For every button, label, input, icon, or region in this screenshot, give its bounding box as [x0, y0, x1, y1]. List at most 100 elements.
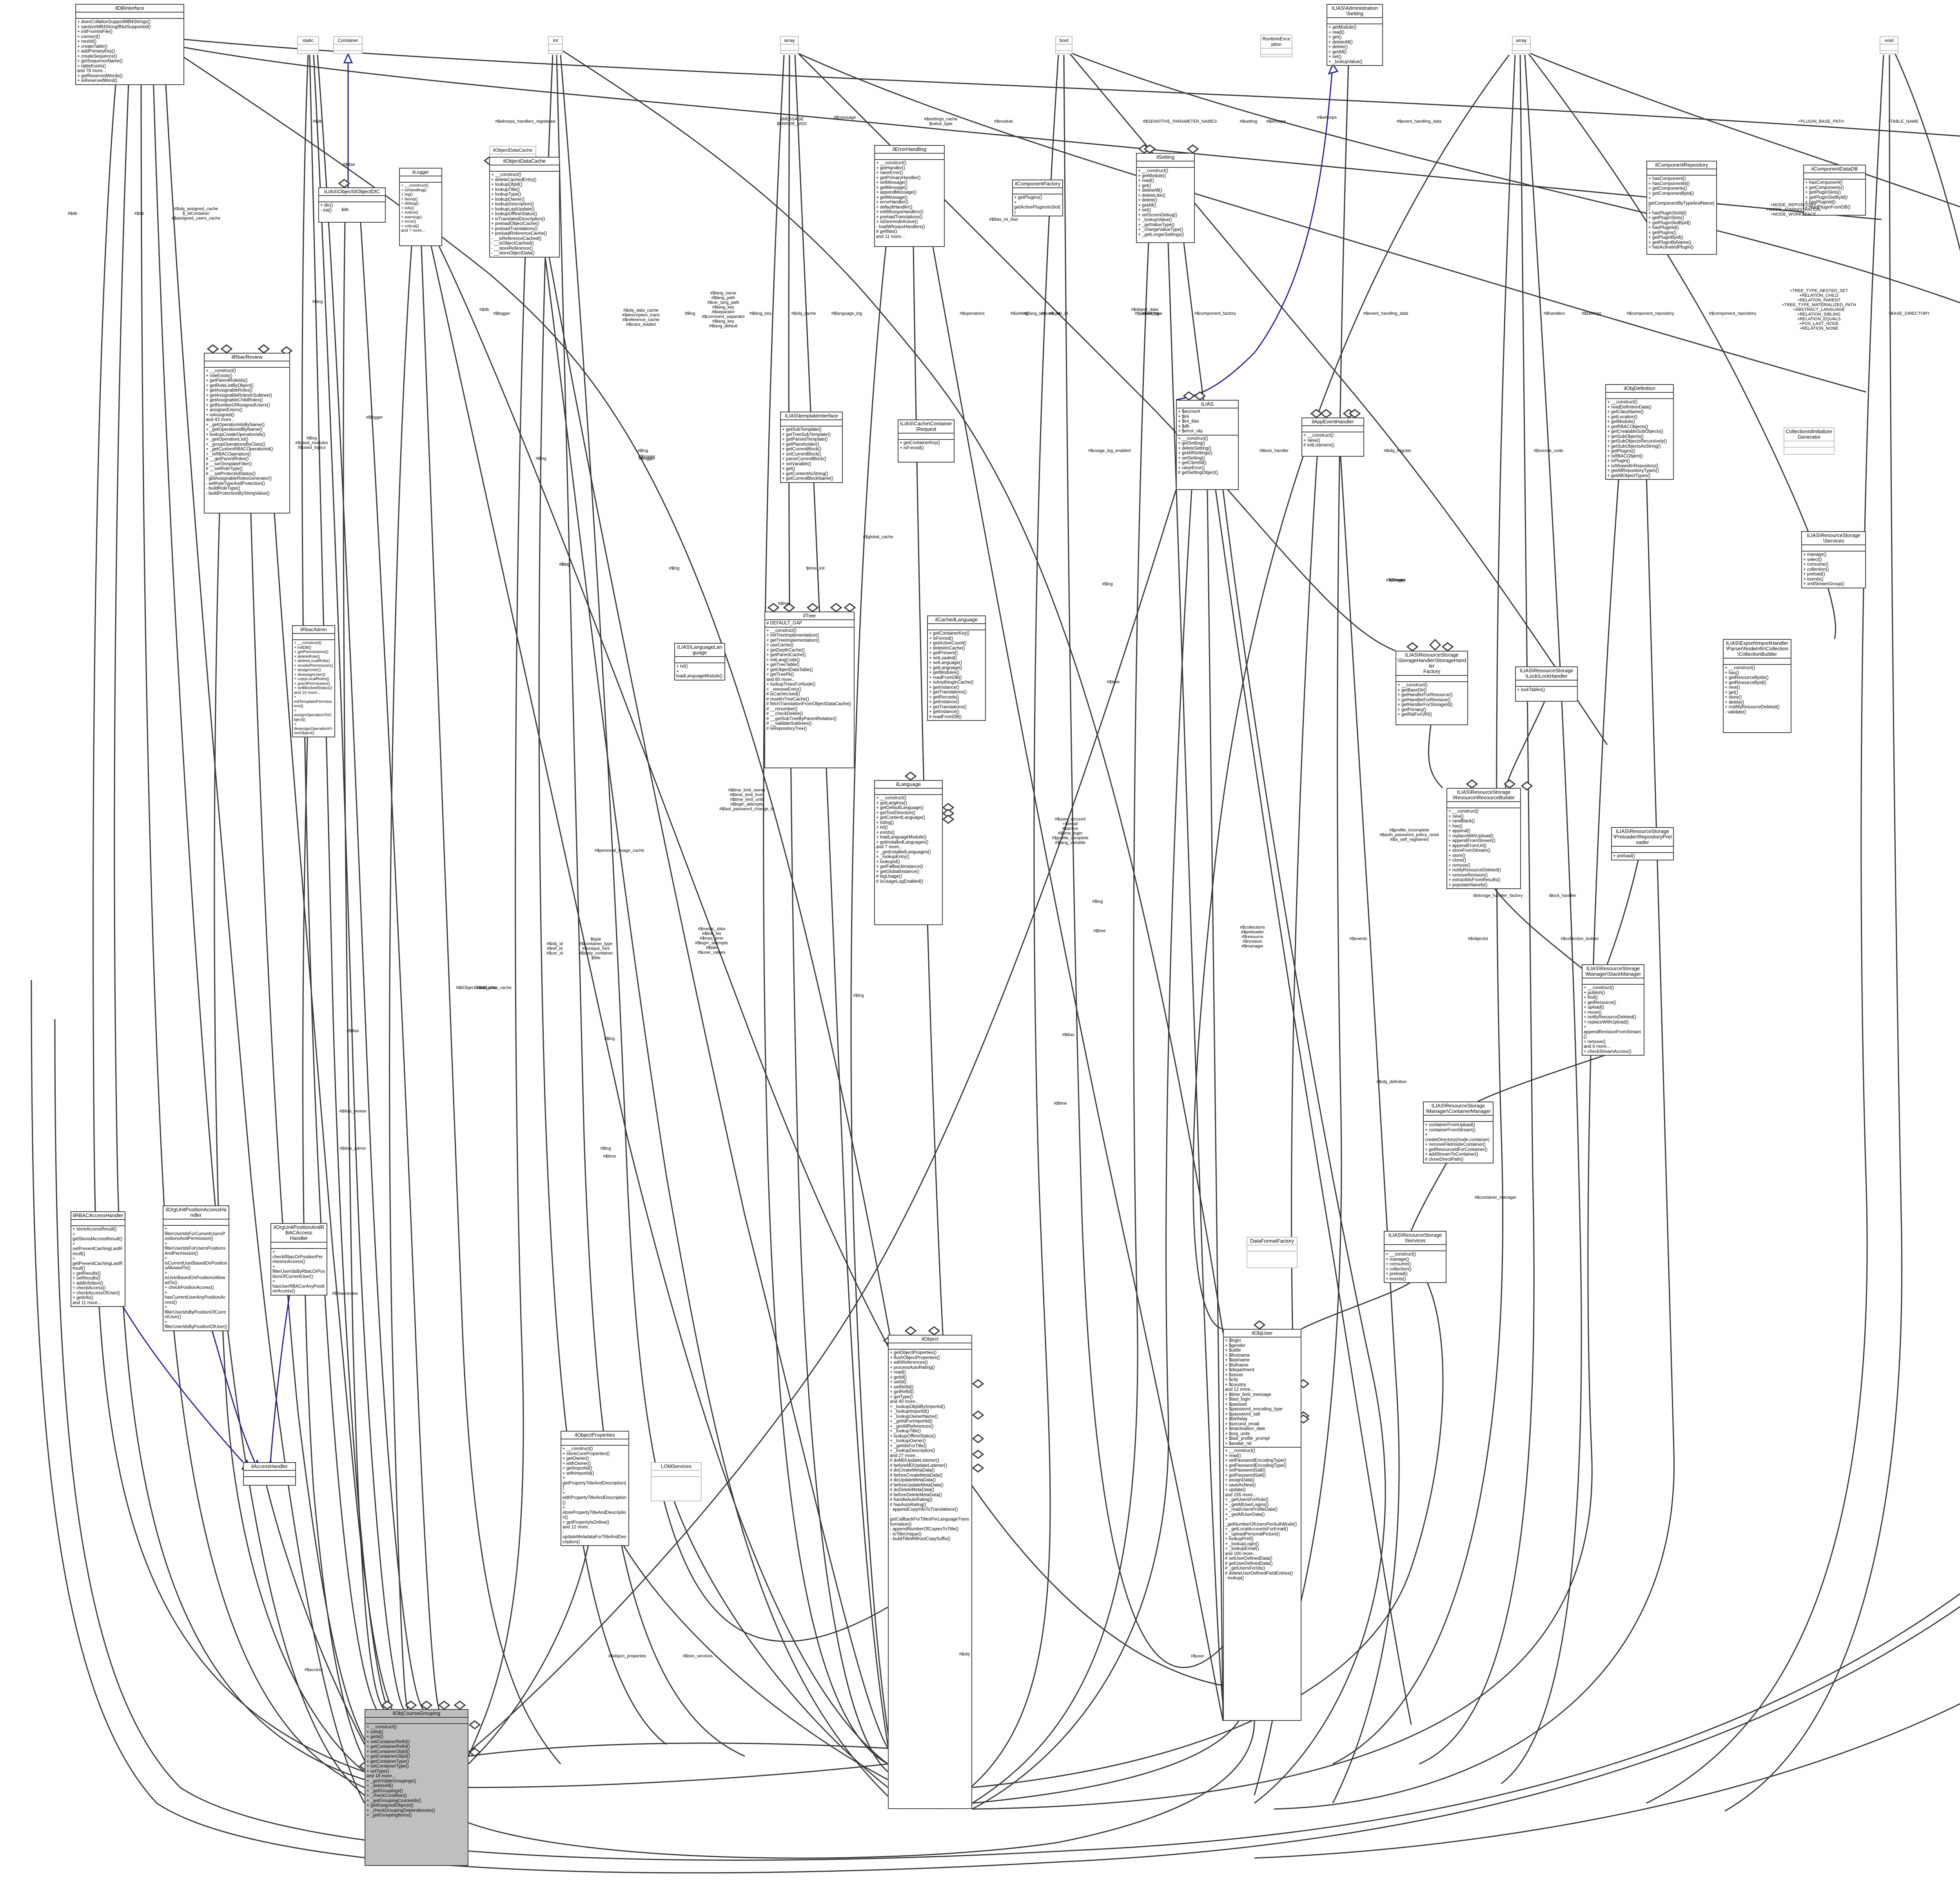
- class-attributes: [1247, 1245, 1297, 1252]
- edge-label: #$lang_name #$lang_path #$usr_lang_path …: [701, 291, 745, 328]
- edge-label: #$logger: [493, 311, 510, 316]
- class-attributes: [928, 624, 985, 630]
- edge-label: #$logger: [638, 454, 655, 459]
- uml-class-node[interactable]: Container: [333, 36, 363, 54]
- class-operations: [1513, 51, 1530, 53]
- uml-class-node[interactable]: ILIAS\ResourceStorage \Manager\Container…: [1423, 1102, 1494, 1163]
- edge-label: #$setting: [1240, 119, 1258, 124]
- uml-class-node[interactable]: ILIAS\Export\ImportHandler \Parser\NodeI…: [1723, 639, 1791, 733]
- class-operations: + __construct() + manage() + consume() +…: [1386, 1252, 1416, 1281]
- uml-class-node[interactable]: ilAppEventHandler+ __construct() + raise…: [1301, 417, 1364, 457]
- class-attributes: [1302, 426, 1363, 432]
- class-name: ilAppEventHandler: [1302, 418, 1363, 426]
- edge-label: #$collections #$preloader #$resource #$r…: [1240, 925, 1265, 949]
- uml-class-node[interactable]: LOMServices: [651, 1462, 702, 1501]
- uml-class-node[interactable]: ILIAS+ $account + $ini + $ini_ilias + $d…: [1176, 400, 1239, 490]
- class-operations: + containerFromUpload() + containerFromS…: [1425, 1123, 1490, 1162]
- edge-label: #$component_repository: [1626, 311, 1674, 316]
- uml-class-node[interactable]: ILIAS\LanguageLanguage+ txt() + loadLang…: [674, 643, 725, 681]
- edge-label: #$whoops: [1266, 119, 1286, 124]
- edge-label: #$lang_key: [1024, 311, 1046, 316]
- class-attributes: [1056, 45, 1072, 51]
- uml-class-node[interactable]: ILIAS\Cache\Container \Request+ getConta…: [898, 419, 955, 463]
- uml-class-node[interactable]: DataFormatFactory: [1247, 1237, 1298, 1268]
- uml-class-node[interactable]: array: [780, 36, 799, 54]
- class-name: ilComponentFactory: [1013, 180, 1062, 188]
- uml-class-node[interactable]: ILIAS\templateInterface+ getSubTemplate(…: [780, 412, 843, 483]
- class-operations: + __construct() + deleteCachedEntry() + …: [491, 172, 547, 256]
- class-operations: [244, 1477, 295, 1479]
- edge-label: #$ilObjectDataCache: [456, 985, 497, 990]
- uml-class-node[interactable]: ilCachedLanguage+ getContainerKey() + is…: [927, 615, 986, 721]
- uml-class-node[interactable]: ilComponentDataDB+ hasComponent() + getC…: [1803, 165, 1866, 216]
- uml-class-node[interactable]: ILIAS\ResourceStorage \Manager\StackMana…: [1582, 964, 1644, 1056]
- class-operations: + manage() + select() + consume() + coll…: [1803, 552, 1844, 586]
- uml-class-node[interactable]: ilComponentRepository+ hasComponent() + …: [1646, 161, 1717, 255]
- uml-class-node[interactable]: ilLogger+ __construct() + isHandling() +…: [399, 168, 442, 246]
- uml-class-node[interactable]: static: [297, 36, 319, 54]
- uml-class-node[interactable]: ilObjectProperties+ __construct() + stor…: [561, 1431, 629, 1546]
- edge-label: #$profile_incomplete #$auth_password_pol…: [1379, 828, 1439, 842]
- edge-label: #$handlers: [1543, 311, 1565, 316]
- edge-label: #$log: [559, 562, 570, 567]
- class-attributes: [1137, 162, 1194, 168]
- uml-class-node[interactable]: RuntimeException: [1260, 34, 1292, 57]
- uml-class-node[interactable]: ILIAS\ResourceStorage \StorageHandler\St…: [1396, 651, 1468, 725]
- uml-class-node[interactable]: ILIAS\ResourceStorage \Resource\Resource…: [1446, 788, 1521, 889]
- uml-class-node[interactable]: ilRbacReview+ __construct() + roleExists…: [204, 353, 290, 514]
- uml-class-node[interactable]: ilComponentFactory+ getPlugins() + getAc…: [1012, 180, 1063, 216]
- uml-class-node[interactable]: ilRbacAdmin+ __construct() + initDB() + …: [292, 625, 335, 737]
- uml-class-node[interactable]: ilTree# DEFAULT_GAP+ __construct() + ini…: [764, 612, 855, 768]
- uml-class-node[interactable]: ILIAS\ResourceStorage \Services+ __const…: [1384, 1231, 1446, 1283]
- edge-label: #$events: [1349, 936, 1367, 941]
- uml-class-node[interactable]: ilObjectDataCache+ __construct() + delet…: [489, 157, 560, 258]
- edge-label: #$obj_cache: [791, 311, 816, 316]
- class-operations: + checkRbacOrPositionPermissionAccess() …: [272, 1250, 325, 1294]
- class-attributes: [205, 361, 289, 368]
- uml-class-node[interactable]: ilObjUser+ $login + $gender + $utitle + …: [1223, 1329, 1301, 1721]
- uml-class-node[interactable]: ILIAS\Object\ilObjectDIC+ dic() - init(): [318, 187, 386, 223]
- uml-class-node[interactable]: ilAccessHandler: [243, 1462, 296, 1486]
- uml-class-node[interactable]: ilSetting+ __construct() + getModule() +…: [1136, 153, 1195, 243]
- edge-label: #$ilias_review: [339, 1109, 367, 1114]
- uml-class-node[interactable]: void: [1880, 36, 1898, 54]
- class-attributes: [549, 45, 562, 51]
- class-attributes: [71, 1220, 125, 1226]
- edge-label: #$db: [479, 307, 489, 312]
- class-operations: + __construct() + getLangKey() + getDefa…: [876, 796, 931, 884]
- uml-class-node[interactable]: CollectionIdInitializer Generator: [1784, 427, 1835, 455]
- class-operations: + __construct() + storeCoreProperties() …: [563, 1446, 627, 1544]
- uml-class-node[interactable]: ILIAS\ResourceStorage \Lock\LockHandler+…: [1515, 666, 1578, 702]
- uml-class-node-main[interactable]: ilObjCourseGrouping+ __construct() + set…: [365, 1709, 468, 1866]
- class-attributes: [781, 420, 842, 426]
- uml-class-node[interactable]: ilErrorHandling+ __construct() + getHand…: [874, 145, 945, 247]
- uml-class-node[interactable]: ilDBInterface+ doesCollationSupportMB4St…: [75, 4, 184, 85]
- edge-label: #$lom_services: [682, 1654, 713, 1659]
- edge-label: -$lock_handler: [1548, 893, 1577, 898]
- uml-class-node[interactable]: ilObject+ getObjectProperties() + flushO…: [888, 1335, 972, 1809]
- uml-class-node[interactable]: ilOrgUnitPositionAndRBACAccess Handler+ …: [270, 1223, 327, 1296]
- class-attributes: [1647, 169, 1716, 176]
- class-operations: [298, 51, 318, 53]
- uml-class-node[interactable]: ilLanguage+ __construct() + getLangKey()…: [874, 780, 943, 925]
- class-operations: + getContainerKey() + isForced() + getAc…: [929, 631, 974, 719]
- uml-class-node[interactable]: int: [548, 36, 563, 54]
- uml-class-node[interactable]: array: [1512, 36, 1531, 54]
- class-operations: + hasComponent() + hasComponentId() + ge…: [1648, 176, 1715, 250]
- edge-label: #$obj: [959, 1652, 970, 1657]
- edge-label: $MESSAGE $ERROR_MSG: [777, 117, 807, 126]
- uml-class-node[interactable]: ILIAS\Administration \Setting+ getModule…: [1327, 4, 1383, 66]
- edge-label: #$object_data: [1131, 307, 1158, 312]
- class-name: ILIAS\ResourceStorage \Resource\Resource…: [1447, 789, 1520, 802]
- uml-class-node[interactable]: bool: [1055, 36, 1073, 54]
- uml-class-node[interactable]: ILIAS\ResourceStorage \Preloader\Reposit…: [1611, 827, 1674, 860]
- uml-class-node[interactable]: ILIAS\ResourceStorage \Services+ manage(…: [1801, 531, 1866, 588]
- uml-class-node[interactable]: ilOrgUnitPositionAccessHandler+ filterUs…: [163, 1205, 229, 1331]
- uml-class-node[interactable]: ilRBACAccessHandler+ storeAccessResult()…: [71, 1211, 125, 1307]
- uml-class-node[interactable]: ilObjDefinition+ __construct() + readDef…: [1605, 384, 1674, 480]
- edge-label: #$module: [994, 119, 1013, 124]
- class-operations: + getContainerKey() + isForced(): [900, 441, 940, 450]
- class-attributes: [271, 1243, 327, 1249]
- class-attributes: + $account + $ini + $ini_ilias + $db + $…: [1177, 408, 1238, 436]
- edge-label: $time_init: [806, 566, 825, 571]
